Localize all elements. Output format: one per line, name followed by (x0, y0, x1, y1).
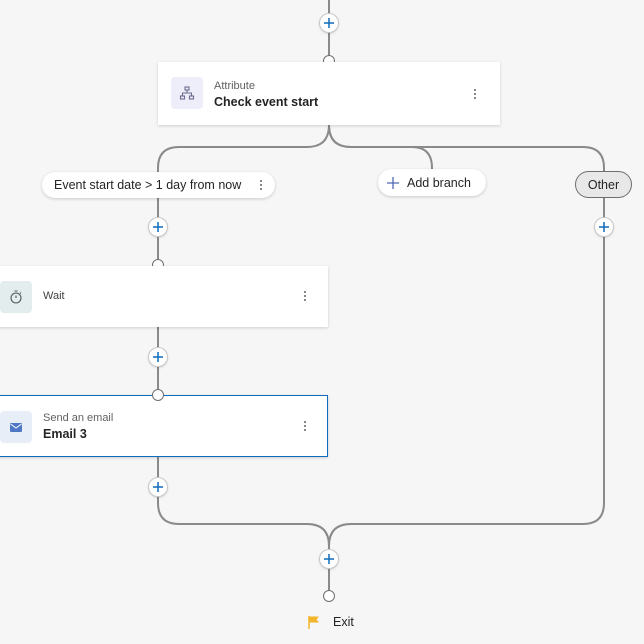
more-vertical-icon (474, 89, 476, 99)
plus-icon (387, 176, 399, 189)
wait-node-card[interactable]: Wait (0, 266, 328, 327)
more-options-button[interactable] (297, 286, 313, 306)
add-step-button-after-email[interactable] (148, 477, 168, 497)
add-step-button-other[interactable] (594, 217, 614, 237)
more-vertical-icon (304, 421, 306, 431)
node-title: Email 3 (43, 427, 87, 441)
email-node-card[interactable]: Send an email Email 3 (0, 395, 328, 457)
timer-icon (0, 281, 32, 313)
other-branch-label: Other (587, 177, 620, 192)
node-type-label: Attribute (214, 80, 255, 92)
plus-icon (599, 222, 609, 232)
add-branch-label: Add branch (407, 175, 471, 190)
exit-node[interactable]: Exit (306, 614, 354, 630)
more-vertical-icon (260, 180, 262, 190)
add-step-button-merge[interactable] (319, 549, 339, 569)
add-step-button-middle[interactable] (148, 347, 168, 367)
branch-condition-pill[interactable]: Event start date > 1 day from now (42, 172, 275, 198)
mail-icon (0, 411, 32, 443)
flag-icon (308, 616, 319, 629)
plus-icon (153, 482, 163, 492)
branch-more-options-button[interactable] (253, 175, 269, 195)
node-title: Wait (43, 290, 65, 302)
node-title: Check event start (214, 95, 319, 109)
branch-icon (171, 77, 203, 109)
other-branch-pill[interactable]: Other (575, 171, 632, 198)
attribute-node-card[interactable]: Attribute Check event start (158, 62, 500, 125)
add-step-button-branch[interactable] (148, 217, 168, 237)
more-options-button[interactable] (297, 416, 313, 436)
plus-icon (324, 554, 334, 564)
plus-icon (324, 18, 334, 28)
plus-icon (153, 222, 163, 232)
connector-dot (152, 389, 164, 401)
connector-dot (323, 590, 335, 602)
node-type-label: Send an email (43, 412, 114, 424)
plus-icon (153, 352, 163, 362)
more-options-button[interactable] (467, 84, 483, 104)
more-vertical-icon (304, 291, 306, 301)
add-branch-button[interactable]: Add branch (378, 169, 486, 196)
add-step-button-top[interactable] (319, 13, 339, 33)
exit-label: Exit (333, 615, 354, 629)
branch-condition-label: Event start date > 1 day from now (54, 178, 242, 192)
